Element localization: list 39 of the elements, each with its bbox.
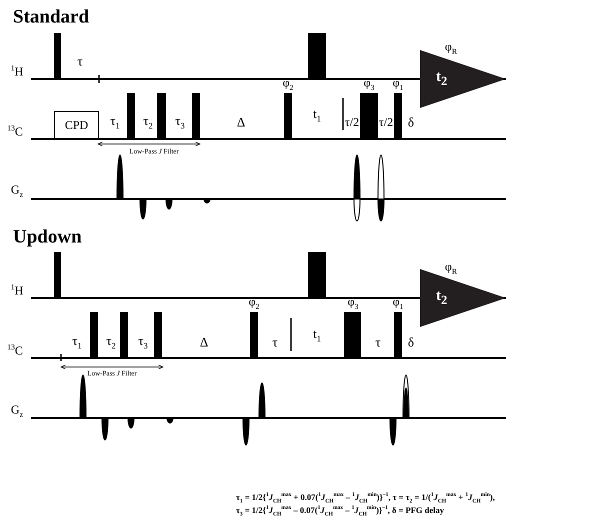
delay-label: t$_{1}$ bbox=[313, 326, 321, 344]
channel-label: $^{13}$C bbox=[7, 124, 23, 138]
decoupling-box bbox=[54, 111, 99, 139]
channel-label: G$_{z}$ bbox=[10, 403, 24, 419]
delay-label: Δ bbox=[200, 336, 208, 348]
delay-label: τ bbox=[272, 336, 278, 348]
channel-label: $^{1}$H bbox=[10, 284, 24, 296]
delay-label: τ$_{2}$ bbox=[106, 334, 116, 350]
formula-text: τ$_{3}$ = 1/2{$^{1}$J$_{CH}$$^{max}$ – 0.07($^{1}$J$_{CH}$$^{max}$ – $^{1}$J$_{CH}$$^{min}$)}$^{–1}$, δ = PFG delay bbox=[236, 506, 444, 518]
phase-label: φ$_{1}$ bbox=[392, 295, 404, 311]
formula-text: τ$_{1}$ = 1/2{$^{1}$J$_{CH}$$^{max}$ + 0.07($^{1}$J$_{CH}$$^{max}$ – $^{1}$J$_{CH}$$^{min}$)}$^{–1}$, τ = τ$_{2}$ = 1/($^{1}$J$_{CH}$$^{max}$ + $^{1}$J$_{CH}$$^{min}$), bbox=[236, 492, 495, 505]
channel-label: $^{1}$H bbox=[10, 64, 24, 78]
delay-label: τ$_{1}$ bbox=[110, 114, 120, 130]
delay-label: τ/2 bbox=[344, 116, 360, 128]
delay-label: τ/2 bbox=[378, 116, 394, 128]
channel-label: G$_{z}$ bbox=[10, 183, 24, 199]
delay-label: τ$_{1}$ bbox=[72, 334, 82, 350]
phase-label: φ$_{3}$ bbox=[348, 295, 358, 311]
phase-label: φ$_{R}$ bbox=[444, 260, 458, 276]
channel-label: $^{13}$C bbox=[7, 344, 23, 356]
phase-label: φ$_{2}$ bbox=[248, 295, 260, 311]
delay-label: τ$_{3}$ bbox=[175, 114, 185, 130]
phase-label: φ$_{3}$ bbox=[364, 76, 374, 92]
section-title: Updown bbox=[13, 228, 82, 246]
time-label: t$_{2}$ bbox=[436, 288, 448, 308]
phase-label: φ$_{R}$ bbox=[444, 40, 458, 56]
delay-label: δ bbox=[408, 336, 414, 348]
phase-label: φ$_{2}$ bbox=[282, 76, 294, 92]
delay-label: τ bbox=[375, 336, 381, 348]
time-label: t$_{2}$ bbox=[436, 69, 448, 89]
delay-label: Δ bbox=[236, 116, 246, 128]
section-title: Standard bbox=[13, 8, 90, 26]
delay-label: t$_{1}$ bbox=[313, 106, 321, 124]
delay-label: τ$_{2}$ bbox=[143, 114, 153, 130]
box-label: CPD bbox=[64, 118, 88, 132]
phase-label: φ$_{1}$ bbox=[392, 76, 404, 92]
delay-label: τ$_{3}$ bbox=[138, 334, 148, 350]
delay-label: δ bbox=[408, 116, 414, 128]
delay-label: τ bbox=[77, 54, 83, 68]
